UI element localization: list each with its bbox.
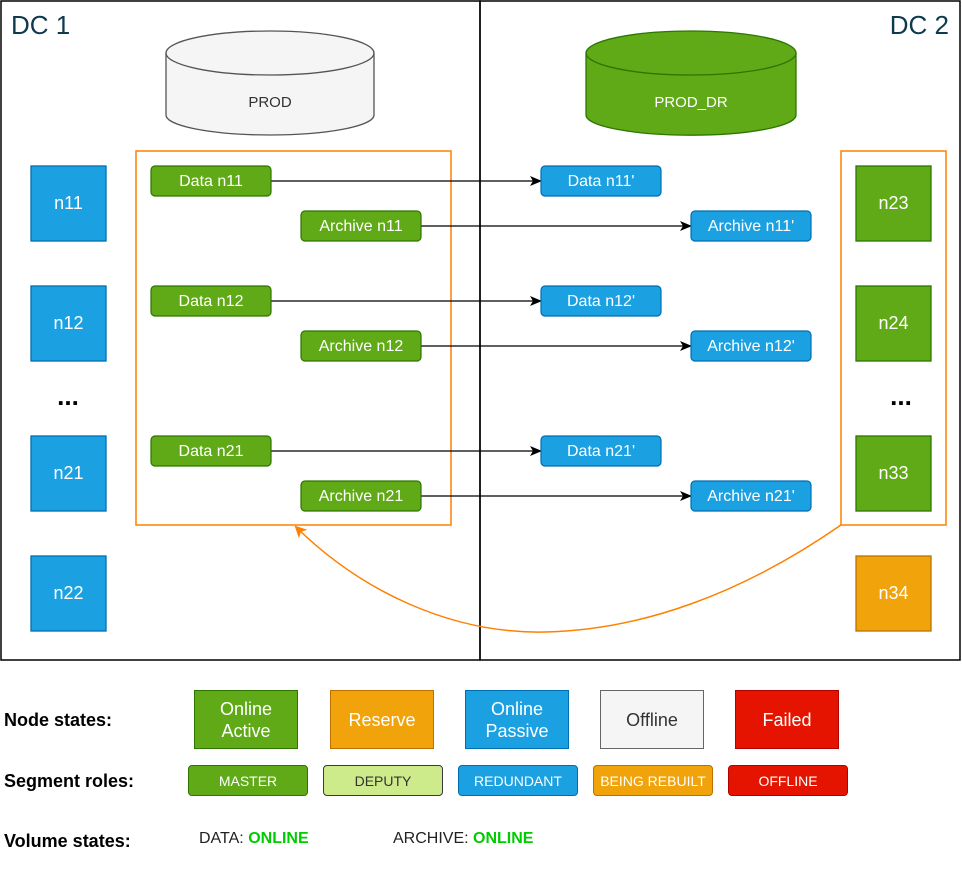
node-state-swatch-active: Online Active <box>194 690 298 749</box>
replication-group-dc1 <box>135 150 452 526</box>
segment-box <box>300 210 422 242</box>
node-label: n11 <box>54 193 83 213</box>
failover-arrow <box>294 524 842 633</box>
node-label: n12 <box>53 313 83 333</box>
datacenter-2-frame <box>479 0 961 661</box>
segment-master-data[interactable]: Data n11 <box>150 165 272 197</box>
segment-master-data[interactable]: Data n21 <box>150 435 272 467</box>
segment-label: Archive n21' <box>707 488 795 505</box>
node-state-swatch-reserve: Reserve <box>330 690 434 749</box>
segment-role-swatch-offline: OFFLINE <box>728 765 848 796</box>
segment-box <box>540 165 662 197</box>
database-prod[interactable]: PROD <box>165 30 375 136</box>
segment-role-swatch-being-rebuilt: BEING REBUILT <box>593 765 713 796</box>
database-body <box>585 53 797 136</box>
node-box <box>30 555 107 632</box>
database-body <box>165 53 375 136</box>
node-label: n33 <box>878 463 908 483</box>
segment-label: Data n11 <box>179 173 243 190</box>
volume-states-label: Volume states: <box>4 831 131 851</box>
segment-label: Data n11' <box>568 173 635 190</box>
database-label: PROD_DR <box>654 94 728 111</box>
replication-group-dc2 <box>840 150 947 526</box>
segment-redundant-data[interactable]: Data n21' <box>540 435 662 467</box>
node-n33[interactable]: n33 <box>855 435 932 512</box>
node-states-label: Node states: <box>4 710 113 730</box>
node-n11[interactable]: n11 <box>30 165 107 242</box>
node-box <box>30 285 107 362</box>
segment-redundant-archive[interactable]: Archive n21' <box>690 480 812 512</box>
segment-label: Data n12 <box>179 293 244 310</box>
volume-status: ONLINE <box>248 830 309 847</box>
node-n12[interactable]: n12 <box>30 285 107 362</box>
node-label: n23 <box>878 193 908 213</box>
segment-label: Data n21' <box>567 443 635 460</box>
segment-box <box>690 480 812 512</box>
segment-redundant-data[interactable]: Data n11' <box>540 165 662 197</box>
node-n22[interactable]: n22 <box>30 555 107 632</box>
segment-label: Archive n11' <box>708 218 794 235</box>
node-box <box>30 165 107 242</box>
volume-state-archive: ARCHIVE: ONLINE <box>393 830 533 848</box>
segment-roles-label: Segment roles: <box>4 771 135 791</box>
segment-role-swatch-deputy: DEPUTY <box>323 765 443 796</box>
node-label: n24 <box>878 313 908 333</box>
node-box <box>855 285 932 362</box>
segment-master-archive[interactable]: Archive n21 <box>300 480 422 512</box>
segment-box <box>150 165 272 197</box>
segment-box <box>150 435 272 467</box>
node-box <box>855 435 932 512</box>
segment-label: Data n12' <box>567 293 635 310</box>
segment-role-swatch-master: MASTER <box>188 765 308 796</box>
segment-label: Archive n12 <box>319 338 404 355</box>
segment-redundant-archive[interactable]: Archive n11' <box>690 210 812 242</box>
database-top <box>165 30 375 76</box>
node-n21[interactable]: n21 <box>30 435 107 512</box>
segment-label: Data n21 <box>179 443 244 460</box>
node-n24[interactable]: n24 <box>855 285 932 362</box>
node-state-swatch-passive: Online Passive <box>465 690 569 749</box>
node-label: n22 <box>53 583 83 603</box>
datacenter-2-title: DC 2 <box>890 10 949 40</box>
volume-status: ONLINE <box>473 830 534 847</box>
segment-box <box>540 435 662 467</box>
segment-label: Archive n11 <box>319 218 402 235</box>
volume-name: DATA: <box>199 830 244 847</box>
node-label: n34 <box>878 583 908 603</box>
segment-box <box>690 210 812 242</box>
segment-redundant-archive[interactable]: Archive n12' <box>690 330 812 362</box>
volume-state-data: DATA: ONLINE <box>199 830 309 848</box>
node-box <box>30 435 107 512</box>
node-box <box>855 165 932 242</box>
node-n23[interactable]: n23 <box>855 165 932 242</box>
segment-redundant-data[interactable]: Data n12' <box>540 285 662 317</box>
dc1-more-nodes-ellipsis: ... <box>57 381 79 411</box>
node-n34[interactable]: n34 <box>855 555 932 632</box>
segment-master-archive[interactable]: Archive n11 <box>300 210 422 242</box>
segment-label: Archive n21 <box>319 488 404 505</box>
segment-role-swatch-redundant: REDUNDANT <box>458 765 578 796</box>
node-label: n21 <box>53 463 83 483</box>
segment-box <box>540 285 662 317</box>
segment-master-archive[interactable]: Archive n12 <box>300 330 422 362</box>
segment-box <box>300 480 422 512</box>
volume-name: ARCHIVE: <box>393 830 469 847</box>
segment-box <box>690 330 812 362</box>
dc2-more-nodes-ellipsis: ... <box>890 381 912 411</box>
segment-label: Archive n12' <box>707 338 795 355</box>
database-top <box>585 30 797 76</box>
node-state-swatch-offline: Offline <box>600 690 704 749</box>
database-prod-dr[interactable]: PROD_DR <box>585 30 797 136</box>
node-box <box>855 555 932 632</box>
node-state-swatch-failed: Failed <box>735 690 839 749</box>
segment-box <box>150 285 272 317</box>
database-label: PROD <box>248 94 292 111</box>
datacenter-1-title: DC 1 <box>11 10 70 40</box>
segment-master-data[interactable]: Data n12 <box>150 285 272 317</box>
segment-box <box>300 330 422 362</box>
replication-diagram: DC 1 DC 2 PROD PROD_DR n11 n12 n21 n22 n23 n2… <box>0 0 961 661</box>
